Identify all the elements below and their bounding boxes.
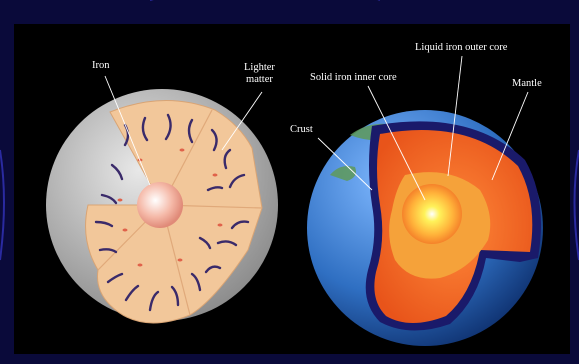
solid-inner-core [402,184,462,244]
label-crust: Crust [290,124,313,136]
label-iron: Iron [92,60,110,72]
label-lighter-matter: Lighter matter [244,62,275,86]
label-liquid-outer-core: Liquid iron outer core [415,42,507,54]
label-mantle: Mantle [512,78,542,90]
label-lighter-matter-line2: matter [244,74,275,86]
label-solid-inner-core: Solid iron inner core [310,72,397,84]
earth-cutaway [307,110,543,346]
iron-core-sphere [137,182,183,228]
label-lighter-matter-line1: Lighter [244,62,275,74]
